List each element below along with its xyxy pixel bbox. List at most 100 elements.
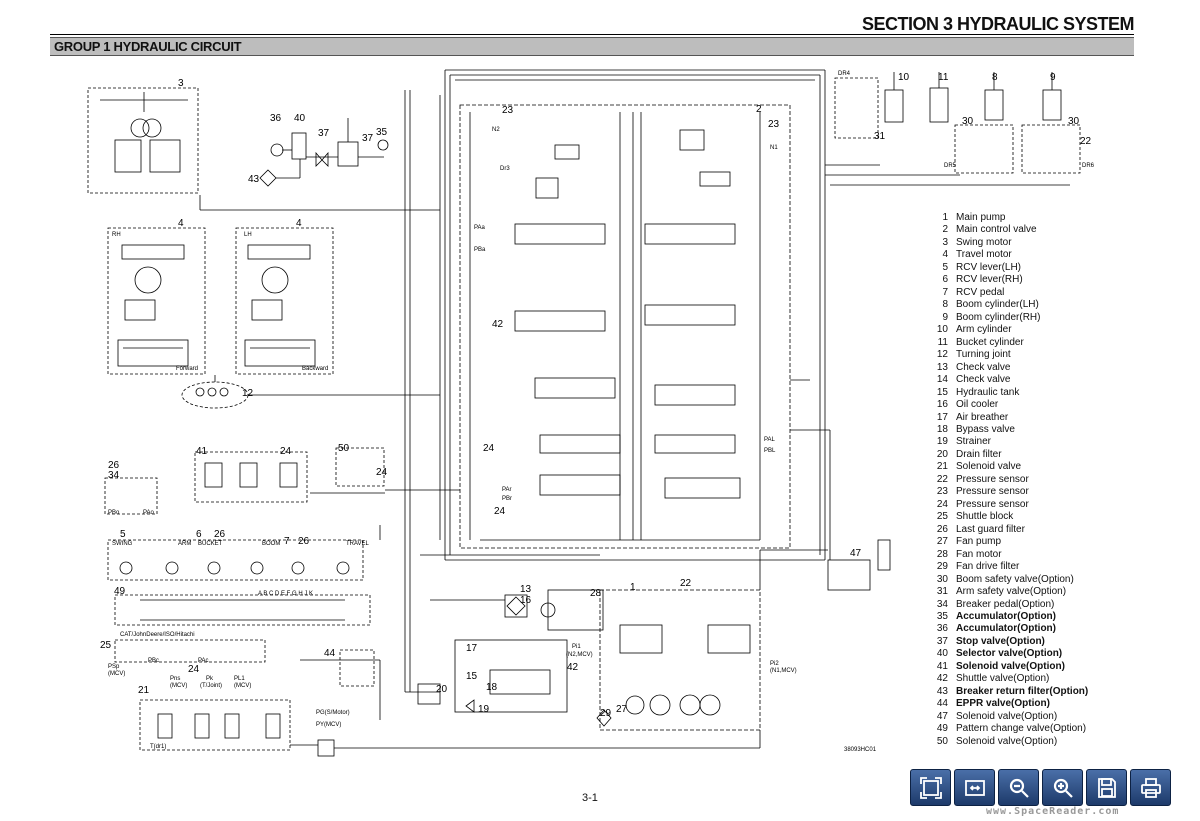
tag-shuttle-42a: 42 xyxy=(492,319,504,330)
legend-label: Breaker return filter(Option) xyxy=(956,685,1089,697)
tag-sensor-24c: 24 xyxy=(280,446,292,457)
travel-motor-lh-block xyxy=(235,227,334,375)
tag-air-breather: 17 xyxy=(466,643,478,654)
tag-rcv-lh: 5 xyxy=(120,529,126,540)
label-pbr: PBr xyxy=(502,496,512,502)
legend-label: Solenoid valve(Option) xyxy=(956,710,1058,722)
label-pal: PAL xyxy=(764,437,776,443)
label-rh: RH xyxy=(112,232,121,238)
label-pi2-mcv: (N1,MCV) xyxy=(770,668,797,674)
label-pattern: CAT/JohnDeere/ISO/Hitachi xyxy=(120,632,195,638)
legend-label: Accumulator(Option) xyxy=(956,611,1056,622)
legend-label: Selector valve(Option) xyxy=(956,648,1063,660)
fit-page-button[interactable] xyxy=(910,769,951,806)
legend-number: 3 xyxy=(942,236,948,248)
tag-fan-pump: 27 xyxy=(616,704,628,715)
legend-label: Boom cylinder(LH) xyxy=(956,299,1039,311)
pattern-change-valve xyxy=(114,594,371,626)
boom-safety-valve-rh xyxy=(1021,124,1081,174)
legend-number: 7 xyxy=(942,286,948,298)
legend-label: Accumulator(Option) xyxy=(956,623,1056,635)
save-icon xyxy=(1097,777,1116,798)
boom-cylinder-rh xyxy=(1042,89,1062,121)
zoom-in-icon xyxy=(1053,778,1073,798)
shuttle-block xyxy=(114,639,266,663)
group-title: GROUP 1 HYDRAULIC CIRCUIT xyxy=(54,39,242,54)
label-dr3: Dr3 xyxy=(500,166,510,172)
legend-number: 47 xyxy=(936,710,948,722)
legend-number: 29 xyxy=(936,561,948,573)
tag-boom-lh: 8 xyxy=(992,72,998,83)
arm-safety-valve-block xyxy=(834,77,879,139)
fit-width-button[interactable] xyxy=(954,769,995,806)
print-button[interactable] xyxy=(1130,769,1171,806)
label-boom: BOOM xyxy=(262,541,280,547)
legend-label: Solenoid valve xyxy=(956,461,1022,473)
label-pbl: PBL xyxy=(764,448,776,454)
page-number: 3-1 xyxy=(582,792,598,804)
zoom-out-icon xyxy=(1009,778,1029,798)
zoom-in-button[interactable] xyxy=(1042,769,1083,806)
legend-number: 12 xyxy=(936,349,948,361)
legend-label: Boom safety valve(Option) xyxy=(956,573,1074,585)
legend-label: Air breather xyxy=(956,411,1009,423)
label-arm: ARM xyxy=(178,541,191,547)
tag-arm-cylinder: 10 xyxy=(898,72,910,83)
label-pk: Pk xyxy=(206,676,214,682)
tag-strainer: 19 xyxy=(478,704,490,715)
legend-label: Arm safety valve(Option) xyxy=(956,586,1067,598)
legend-number: 16 xyxy=(936,399,948,411)
label-pao: PAo xyxy=(143,510,155,516)
legend-number: 23 xyxy=(936,486,948,498)
label-tdr: T(dr1) xyxy=(150,744,166,750)
main-control-valve-block xyxy=(459,104,791,549)
legend-number: 40 xyxy=(936,648,948,660)
legend-label: Pressure sensor xyxy=(956,498,1029,510)
tag-turning-joint: 12 xyxy=(242,388,254,399)
legend-label: Solenoid valve(Option) xyxy=(956,735,1058,747)
save-button[interactable] xyxy=(1086,769,1127,806)
solenoid-valve-block-50 xyxy=(335,447,385,487)
boom-cylinder-lh xyxy=(984,89,1004,121)
tag-stop-valve-b: 37 xyxy=(362,133,374,144)
watermark: www.SpaceReader.com xyxy=(986,806,1120,817)
legend-number: 13 xyxy=(936,361,948,373)
bucket-cylinder xyxy=(929,87,949,123)
legend-number: 50 xyxy=(936,735,948,747)
legend-number: 1 xyxy=(942,212,948,223)
legend-number: 31 xyxy=(936,586,948,598)
legend-number: 5 xyxy=(942,261,948,273)
label-pbb: PBa xyxy=(474,247,486,253)
tag-travel-motor-rh: 4 xyxy=(178,218,184,229)
tag-boom-safety-rh: 30 xyxy=(1068,116,1080,127)
tag-boom-rh: 9 xyxy=(1050,72,1056,83)
label-psp: PSp xyxy=(108,664,120,670)
tag-sensor-24b: 24 xyxy=(494,506,506,517)
legend-number: 11 xyxy=(937,336,948,348)
legend-row: 40 Selector valve(Option) xyxy=(918,648,1128,660)
tag-solenoid-47: 47 xyxy=(850,548,862,559)
drain-filter xyxy=(417,683,441,705)
travel-motor-rh-block xyxy=(107,227,206,375)
oil-cooler xyxy=(504,594,528,618)
zoom-out-button[interactable] xyxy=(998,769,1039,806)
legend-label: Check valve xyxy=(956,361,1011,373)
legend-number: 4 xyxy=(942,249,948,261)
label-pi2: Pi2 xyxy=(770,661,779,667)
legend-number: 25 xyxy=(936,511,948,523)
tag-sensor-24e: 24 xyxy=(188,664,200,675)
